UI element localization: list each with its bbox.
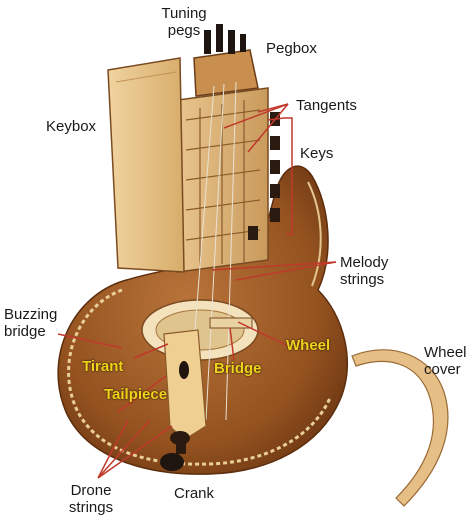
keybox-lid-shape [107, 57, 185, 273]
label-pegbox: Pegbox [266, 40, 317, 57]
label-tailpiece: Tailpiece [104, 386, 168, 403]
crank-shape [160, 431, 190, 471]
leader-lines [57, 103, 337, 479]
label-buzzing-bridge: Buzzing bridge [4, 306, 58, 340]
label-wheel: Wheel [286, 337, 331, 354]
wheel-cover-shape [351, 349, 449, 507]
label-bridge: Bridge [214, 360, 262, 377]
tailpiece-shape [163, 329, 207, 441]
label-tangents: Tangents [296, 97, 357, 114]
label-keys: Keys [300, 145, 334, 162]
label-crank: Crank [174, 485, 215, 502]
pegbox-shape [193, 49, 259, 97]
bridge-shape [209, 317, 253, 329]
label-melody-strings: Melody strings [340, 254, 389, 288]
label-keybox: Keybox [46, 118, 97, 135]
body-rib [307, 181, 322, 287]
label-drone-strings: Drone strings [68, 482, 114, 516]
label-tuning-pegs: Tuning pegs [161, 5, 207, 39]
label-wheel-cover: Wheel cover [424, 344, 467, 378]
body-binding [67, 288, 332, 466]
label-tirant: Tirant [82, 358, 124, 375]
